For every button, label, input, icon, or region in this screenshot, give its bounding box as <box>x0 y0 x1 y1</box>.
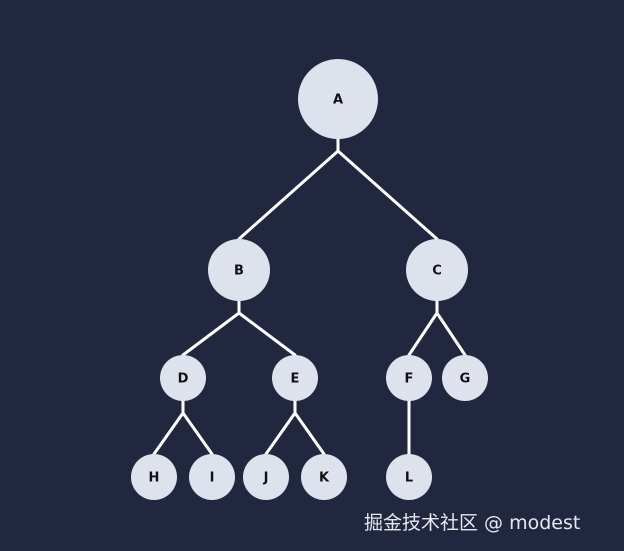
node-label: J <box>263 471 269 486</box>
node-circle <box>442 355 488 401</box>
edge-C-F <box>407 299 439 357</box>
tree-edges <box>152 137 467 456</box>
tree-node-b: B <box>208 239 270 301</box>
edge-D-H <box>152 399 185 456</box>
tree-nodes: A B C D E F G H I J K L <box>131 59 488 500</box>
node-label: L <box>405 471 413 486</box>
tree-node-g: G <box>442 355 488 401</box>
tree-node-h: H <box>131 454 177 500</box>
node-label: H <box>149 471 160 486</box>
node-label: K <box>319 471 330 486</box>
node-label: C <box>432 264 442 279</box>
node-label: I <box>210 471 215 486</box>
edge-A-B <box>237 137 340 241</box>
tree-node-a: A <box>298 59 378 139</box>
node-label: D <box>178 372 189 387</box>
node-circle <box>189 454 235 500</box>
node-label: G <box>460 372 471 387</box>
node-circle <box>131 454 177 500</box>
node-circle <box>301 454 347 500</box>
tree-node-d: D <box>160 355 206 401</box>
node-label: E <box>291 372 300 387</box>
node-circle <box>160 355 206 401</box>
edge-C-G <box>435 299 467 357</box>
tree-node-i: I <box>189 454 235 500</box>
edge-B-E <box>237 299 297 357</box>
edge-E-J <box>264 399 297 456</box>
edge-B-D <box>181 299 241 357</box>
node-circle <box>298 59 378 139</box>
node-circle <box>386 355 432 401</box>
tree-node-e: E <box>272 355 318 401</box>
node-label: B <box>234 264 244 279</box>
node-circle <box>386 454 432 500</box>
tree-node-c: C <box>406 239 468 301</box>
node-label: A <box>333 93 343 108</box>
node-circle <box>208 239 270 301</box>
tree-node-k: K <box>301 454 347 500</box>
node-circle <box>272 355 318 401</box>
edge-E-K <box>293 399 326 456</box>
tree-node-f: F <box>386 355 432 401</box>
node-circle <box>406 239 468 301</box>
tree-node-j: J <box>243 454 289 500</box>
node-label: F <box>405 372 414 387</box>
watermark: 掘金技术社区 @ modest <box>364 512 581 534</box>
edge-D-I <box>181 399 214 456</box>
edge-A-C <box>336 137 439 241</box>
tree-node-l: L <box>386 454 432 500</box>
node-circle <box>243 454 289 500</box>
